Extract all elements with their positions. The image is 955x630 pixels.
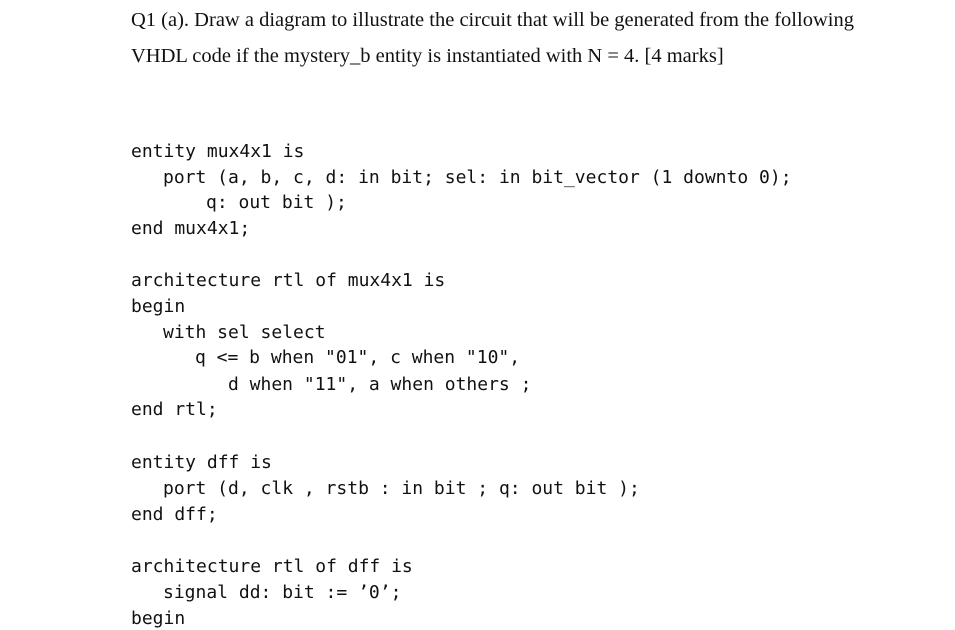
- question-line-2: VHDL code if the mystery_b entity is ins…: [131, 45, 724, 67]
- code-line: end mux4x1;: [131, 218, 251, 239]
- code-line: entity mux4x1 is: [131, 141, 305, 162]
- code-line: begin: [131, 608, 186, 629]
- code-line: d when "11", a when others ;: [228, 374, 532, 395]
- code-line: port (d, clk , rstb : in bit ; q: out bi…: [163, 478, 640, 499]
- code-line: q: out bit );: [206, 192, 347, 213]
- code-line: architecture rtl of mux4x1 is: [131, 270, 446, 291]
- code-line: port (a, b, c, d: in bit; sel: in bit_ve…: [163, 167, 792, 188]
- code-line: end rtl;: [131, 399, 218, 420]
- code-line: with sel select: [163, 322, 326, 343]
- code-line: end dff;: [131, 504, 218, 525]
- code-line: begin: [131, 296, 186, 317]
- question-line-1: Q1 (a). Draw a diagram to illustrate the…: [131, 9, 854, 31]
- code-line: architecture rtl of dff is: [131, 556, 413, 577]
- code-line: q <= b when "01", c when "10",: [195, 347, 521, 368]
- code-line: signal dd: bit := ’0’;: [163, 582, 402, 603]
- code-line: entity dff is: [131, 452, 272, 473]
